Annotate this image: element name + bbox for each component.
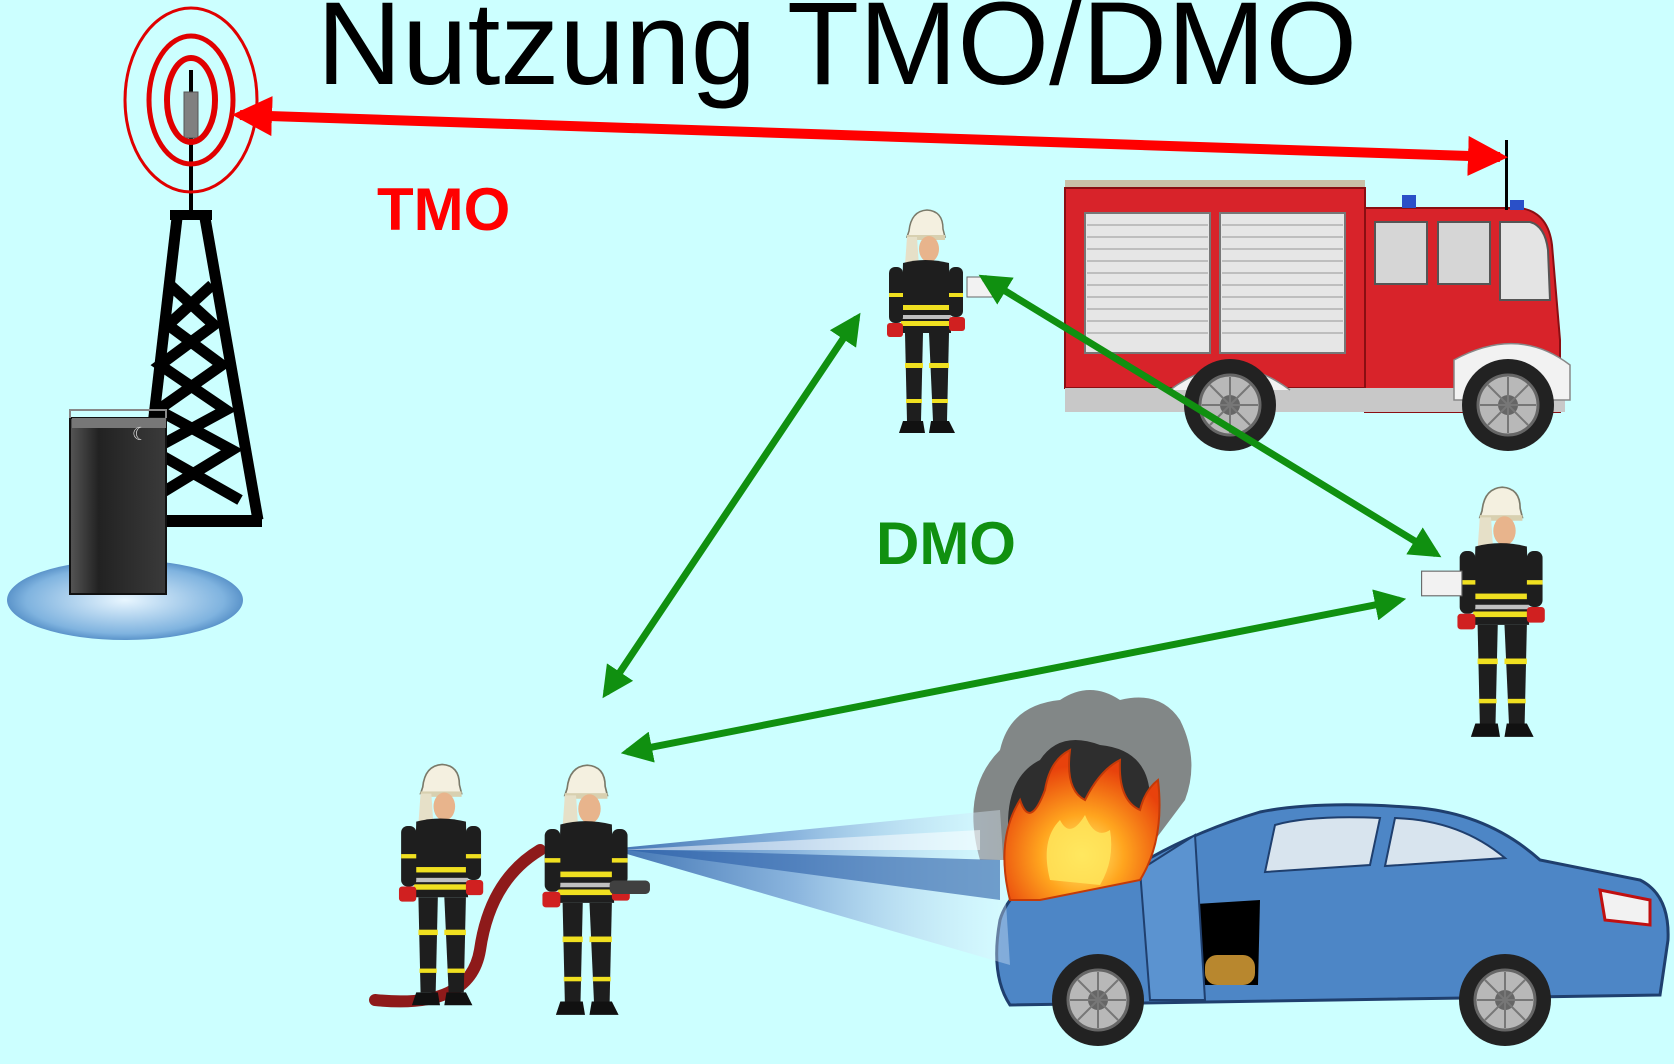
- equipment-cabinet: [69, 417, 167, 595]
- dmo-link-arrow-truck-to-commander: [978, 274, 1442, 558]
- firefighter-icon: [1421, 486, 1546, 738]
- slide-title: Nutzung TMO/DMO: [316, 0, 1358, 110]
- tmo-label: TMO: [377, 176, 511, 243]
- svg-text:☾: ☾: [132, 424, 148, 445]
- dmo-label: DMO: [876, 510, 1016, 577]
- dmo-link-arrow-nozzle-to-commander: [620, 589, 1407, 763]
- radio-tower-icon: ☾: [7, 6, 264, 640]
- tmo-link-arrow: [232, 96, 1508, 176]
- firefighter-icon: [541, 764, 650, 1016]
- tower-base-pad: [7, 560, 243, 640]
- water-jet-icon: [620, 810, 1010, 965]
